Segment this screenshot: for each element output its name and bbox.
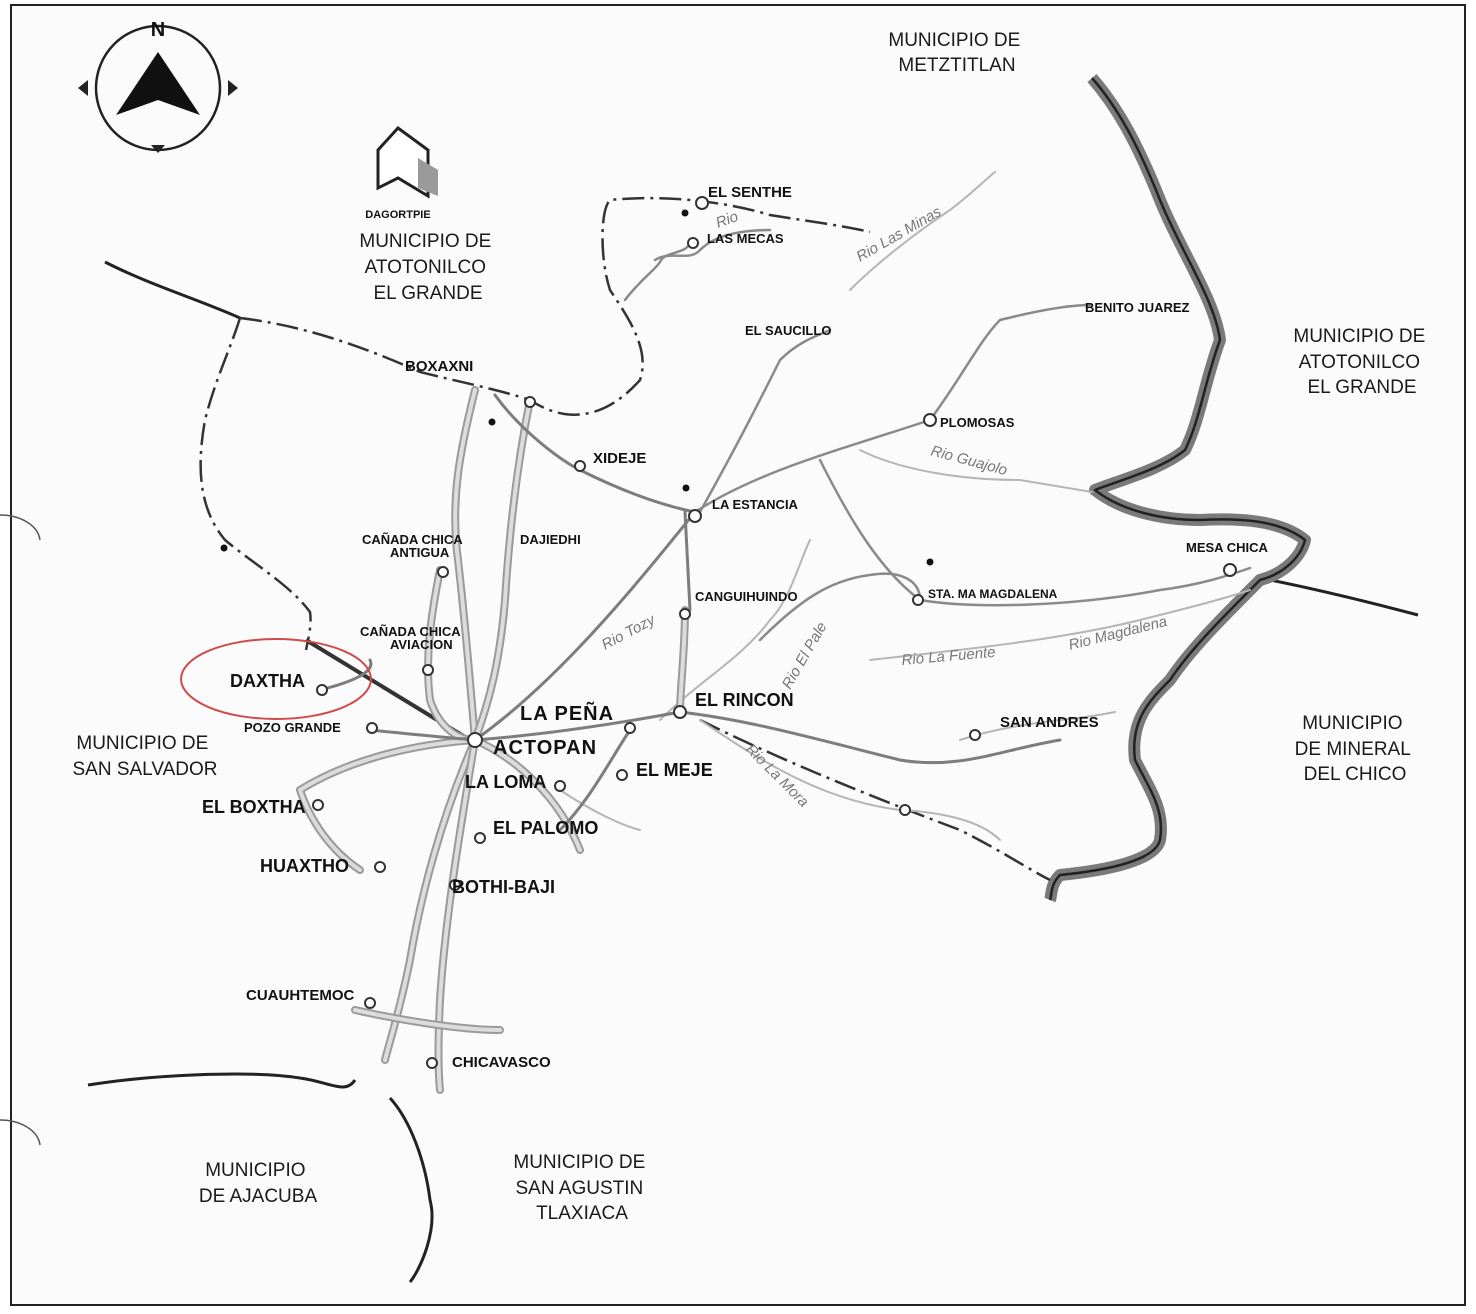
town-dajiedhi: DAJIEDHI [520, 532, 581, 547]
roads [296, 386, 1062, 1094]
town-canada-chica-avacion-1: CAÑADA CHICA [360, 624, 461, 639]
compass-rose: N [78, 19, 238, 153]
river-las-minas: Rio Las Minas [854, 203, 945, 265]
municipal-borders [87, 74, 1419, 1283]
town-huaxtho: HUAXTHO [260, 856, 349, 876]
town-labels: EL SENTHE LAS MECAS EL SAUCILLO BENITO J… [202, 184, 1268, 1071]
muni-mineral-del-chico: MUNICIPIO DE MINERAL DEL CHICO [1295, 713, 1416, 785]
town-daxtha: DAXTHA [230, 671, 305, 691]
town-boxaxni: BOXAXNI [405, 358, 473, 375]
town-cuauhtemoc: CUAUHTEMOC [246, 987, 354, 1004]
municipality-labels: MUNICIPIO DE METZTITLAN MUNICIPIO DE ATO… [72, 30, 1430, 1224]
town-canada-chica-avacion-2: AVIACION [390, 637, 453, 652]
town-el-boxtha: EL BOXTHA [202, 797, 306, 817]
town-el-meje: EL MEJE [636, 760, 713, 780]
north-label: N [151, 19, 165, 41]
town-el-palomo: EL PALOMO [493, 818, 598, 838]
logo-icon: DAGORTPIE [365, 125, 438, 221]
town-actopan: ACTOPAN [493, 737, 597, 759]
highlight-circle [180, 638, 372, 720]
river-la-mora: Rio La Mora [742, 741, 812, 811]
river-la-fuente: Rio La Fuente [901, 644, 996, 669]
town-chicavasco: CHICAVASCO [452, 1054, 551, 1071]
town-la-pena: LA PEÑA [520, 702, 614, 725]
town-pozo-grande: POZO GRANDE [244, 720, 341, 735]
town-el-saucillo: EL SAUCILLO [745, 323, 831, 338]
town-canguihuindo: CANGUIHUINDO [695, 589, 798, 604]
town-markers [220, 196, 1237, 1069]
town-mesa-chica: MESA CHICA [1186, 540, 1268, 555]
river-top: Rio [714, 208, 741, 232]
rivers [559, 171, 1252, 841]
town-canada-chica-antigua-2: ANTIGUA [390, 545, 450, 560]
logo-text: DAGORTPIE [365, 209, 430, 221]
town-la-estancia: LA ESTANCIA [712, 497, 799, 512]
muni-ajacuba: MUNICIPIO DE AJACUBA [199, 1160, 318, 1207]
town-canada-chica-antigua-1: CAÑADA CHICA [362, 532, 463, 547]
town-xideje: XIDEJE [593, 450, 646, 467]
town-plomosas: PLOMOSAS [940, 415, 1015, 430]
muni-san-salvador: MUNICIPIO DE SAN SALVADOR [72, 733, 217, 780]
town-sta-ma-magdalena: STA. MA MAGDALENA [928, 587, 1058, 601]
muni-san-agustin: MUNICIPIO DE SAN AGUSTIN TLAXIACA [513, 1152, 650, 1224]
river-el-pale: Rio El Pale [779, 619, 831, 692]
town-las-mecas: LAS MECAS [707, 231, 784, 246]
town-san-andres: SAN ANDRES [1000, 714, 1099, 731]
town-el-rincon: EL RINCON [695, 690, 794, 710]
river-magdalena: Rio Magdalena [1067, 613, 1169, 654]
town-la-loma: LA LOMA [465, 772, 546, 792]
town-el-senthe: EL SENTHE [708, 184, 792, 201]
muni-metztitlan: MUNICIPIO DE METZTITLAN [888, 30, 1025, 76]
town-bothi-baji: BOTHI-BAJI [452, 877, 555, 897]
muni-atotonilco-east: MUNICIPIO DE ATOTONILCO EL GRANDE [1293, 326, 1430, 398]
town-benito-juarez: BENITO JUAREZ [1085, 300, 1190, 315]
muni-atotonilco-west: MUNICIPIO DE ATOTONILCO EL GRANDE [359, 231, 496, 304]
